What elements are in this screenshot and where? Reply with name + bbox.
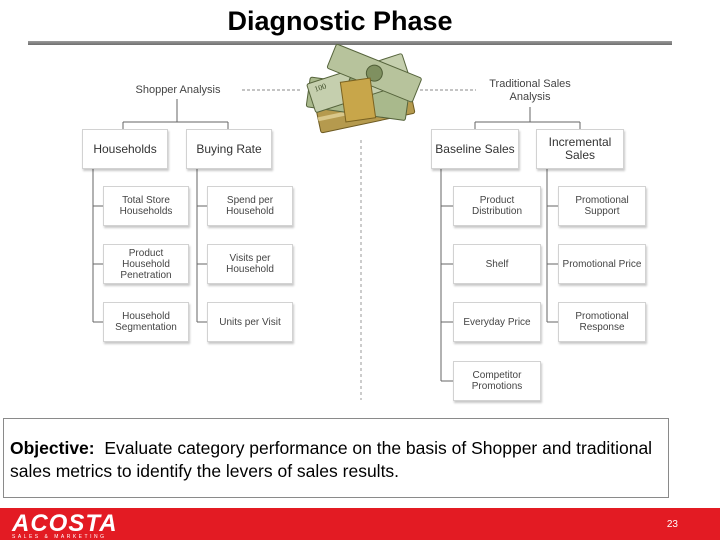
buying-rate-box: Buying Rate [186, 129, 272, 169]
acosta-logo-tagline: SALES & MARKETING [12, 534, 107, 540]
acosta-logo: ACOSTA [12, 510, 118, 537]
total-store-households-box: Total Store Households [103, 186, 189, 226]
svg-text:100: 100 [313, 82, 327, 94]
page-number: 23 [666, 519, 678, 530]
product-household-penetration-box: Product Household Penetration [103, 244, 189, 284]
baseline-sales-box: Baseline Sales [431, 129, 519, 169]
objective-text: Evaluate category performance on the bas… [10, 438, 653, 481]
slide-title: Diagnostic Phase [227, 6, 453, 36]
competitor-promotions-box: Competitor Promotions [453, 361, 541, 401]
shelf-box: Shelf [453, 244, 541, 284]
incremental-sales-box: Incremental Sales [536, 129, 624, 169]
promotional-response-box: Promotional Response [558, 302, 646, 342]
product-distribution-box: Product Distribution [453, 186, 541, 226]
households-box: Households [82, 129, 168, 169]
objective-textbox: Objective: Evaluate category performance… [3, 418, 669, 498]
units-per-visit-box: Units per Visit [207, 302, 293, 342]
promotional-support-box: Promotional Support [558, 186, 646, 226]
footer-bar: ACOSTA SALES & MARKETING 23 [0, 508, 720, 540]
title-divider [28, 41, 672, 45]
promotional-price-box: Promotional Price [558, 244, 646, 284]
money-stack-icon: 100 100 100 [305, 43, 422, 134]
shopper-analysis-label: Shopper Analysis [135, 84, 221, 96]
household-segmentation-box: Household Segmentation [103, 302, 189, 342]
traditional-sales-analysis-label: Traditional Sales Analysis [489, 78, 571, 103]
objective-label: Objective: [10, 438, 95, 458]
everyday-price-box: Everyday Price [453, 302, 541, 342]
spend-per-household-box: Spend per Household [207, 186, 293, 226]
visits-per-household-box: Visits per Household [207, 244, 293, 284]
